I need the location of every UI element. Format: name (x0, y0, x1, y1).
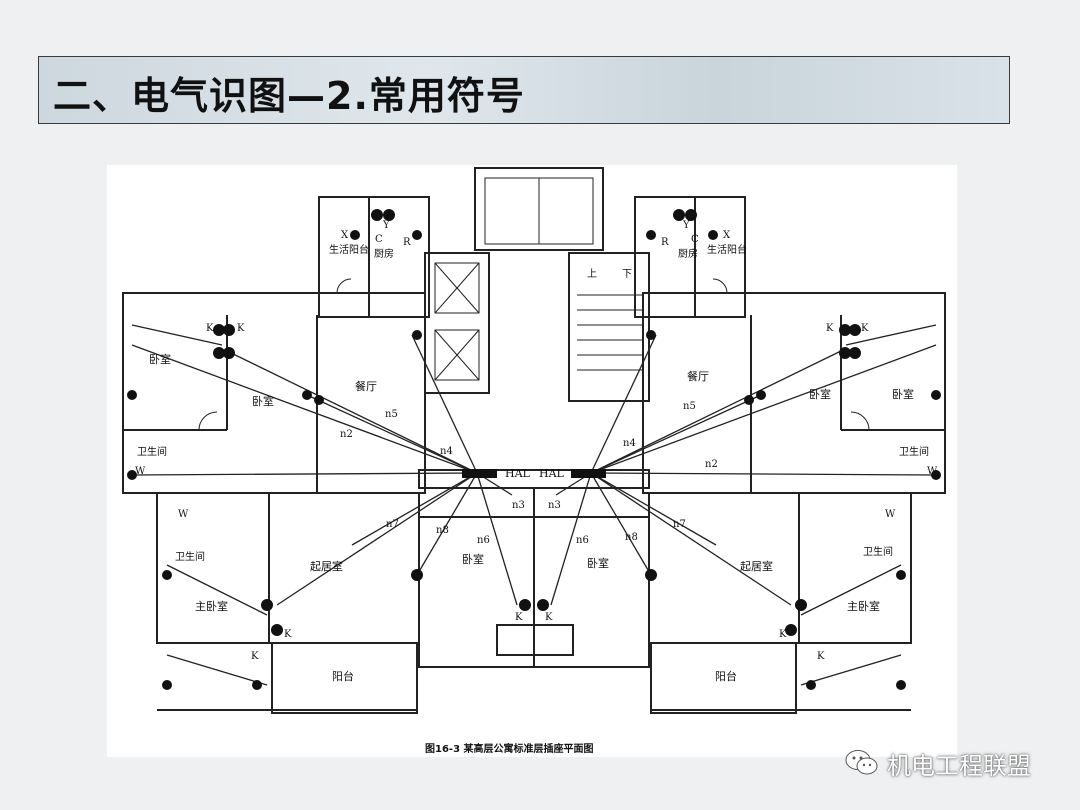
label-l-bedroom-b: 卧室 (252, 394, 274, 408)
sym-r-k2: K (861, 323, 869, 334)
sym-l-c: C (375, 234, 383, 245)
panel-left (462, 469, 497, 478)
label-r-bathroom: 卫生间 (899, 445, 929, 458)
label-r-dining: 餐厅 (687, 369, 709, 383)
sym-l-w2: W (178, 509, 189, 520)
sym-r-w1: W (927, 466, 938, 477)
wiring (131, 324, 937, 686)
sym-l-k5: K (515, 612, 523, 623)
sym-l-k3: K (284, 629, 292, 640)
label-stair-down: 下 (622, 269, 632, 280)
label-r-living: 起居室 (740, 559, 773, 573)
sym-r-c: C (691, 234, 699, 245)
circuit-l-n5: n5 (385, 409, 398, 420)
room-labels: 生活阳台 厨房 卧室 卧室 餐厅 卫生间 卫生间 主卧室 起居室 卧室 阳台 生… (137, 243, 929, 683)
label-r-balcony-life: 生活阳台 (707, 243, 747, 256)
wechat-icon (845, 750, 878, 775)
floor-plan: 生活阳台 厨房 卧室 卧室 餐厅 卫生间 卫生间 主卧室 起居室 卧室 阳台 生… (107, 165, 957, 757)
circuit-labels: n2 n3 n4 n5 n6 n7 n8 n2 n3 n4 n5 n6 n7 n… (340, 401, 718, 546)
figure-caption: 图16-3 某高层公寓标准层插座平面图 (425, 744, 594, 755)
circuit-r-n2: n2 (705, 459, 718, 470)
sym-r-x: X (723, 230, 731, 241)
walls (122, 167, 946, 714)
label-l-bathroom2: 卫生间 (175, 550, 205, 563)
slide-title: 二、电气识图—2.常用符号 (53, 74, 525, 118)
outlets (127, 209, 941, 690)
label-r-master: 主卧室 (847, 599, 880, 613)
circuit-l-n2: n2 (340, 429, 353, 440)
circuit-r-n3: n3 (548, 500, 561, 511)
circuit-l-n3: n3 (512, 500, 525, 511)
panel-labels: HAL HAL (505, 467, 565, 480)
sym-l-k1: K (206, 323, 214, 334)
label-r-bathroom2: 卫生间 (863, 545, 893, 558)
label-l-balcony: 阳台 (332, 669, 354, 683)
circuit-l-n8: n8 (436, 525, 449, 536)
label-l-kitchen: 厨房 (374, 247, 394, 260)
circuit-l-n4: n4 (440, 446, 453, 457)
circuit-r-n5: n5 (683, 401, 696, 412)
sym-r-w2: W (885, 509, 896, 520)
label-l-living: 起居室 (310, 559, 343, 573)
label-r-bedroom-b: 卧室 (809, 387, 831, 401)
sym-l-w1: W (135, 466, 146, 477)
sym-l-y: Y (382, 220, 390, 231)
circuit-r-n8: n8 (625, 532, 638, 543)
circuit-l-n7: n7 (386, 519, 399, 530)
title-bar: 二、电气识图—2.常用符号 (38, 56, 1010, 124)
sym-r-k4: K (817, 651, 825, 662)
sym-l-k2: K (237, 323, 245, 334)
label-l-bedroom-c: 卧室 (462, 552, 484, 566)
label-r-bedroom-a: 卧室 (892, 387, 914, 401)
symbol-letters: X Y C R K K W W K K K X Y C R K K W W K … (135, 220, 938, 662)
circuit-r-n4: n4 (623, 438, 636, 449)
sym-l-k4: K (251, 651, 259, 662)
floor-plan-drawing: 生活阳台 厨房 卧室 卧室 餐厅 卫生间 卫生间 主卧室 起居室 卧室 阳台 生… (122, 167, 946, 714)
sym-r-r: R (661, 237, 669, 248)
sym-l-r: R (403, 237, 411, 248)
circuit-r-n7: n7 (673, 519, 686, 530)
label-r-kitchen: 厨房 (678, 247, 698, 260)
label-stair-up: 上 (587, 268, 597, 280)
label-l-bathroom: 卫生间 (137, 445, 167, 458)
sym-r-y: Y (682, 220, 690, 231)
circuit-l-n6: n6 (477, 535, 490, 546)
label-l-balcony-life: 生活阳台 (329, 243, 369, 256)
sym-r-k5: K (545, 612, 553, 623)
panel-left-label: HAL (505, 467, 531, 480)
panel-right (571, 469, 606, 478)
label-r-bedroom-c: 卧室 (587, 556, 609, 570)
label-l-dining: 餐厅 (355, 379, 377, 393)
watermark: 机电工程联盟 (845, 746, 1031, 780)
sym-r-k1: K (826, 323, 834, 334)
sym-r-k3: K (779, 629, 787, 640)
label-r-balcony: 阳台 (715, 669, 737, 683)
circuit-r-n6: n6 (576, 535, 589, 546)
watermark-text: 机电工程联盟 (887, 751, 1031, 780)
label-l-master: 主卧室 (195, 599, 228, 613)
sym-l-x: X (341, 230, 349, 241)
panel-right-label: HAL (539, 467, 565, 480)
label-l-bedroom-a: 卧室 (149, 352, 171, 366)
